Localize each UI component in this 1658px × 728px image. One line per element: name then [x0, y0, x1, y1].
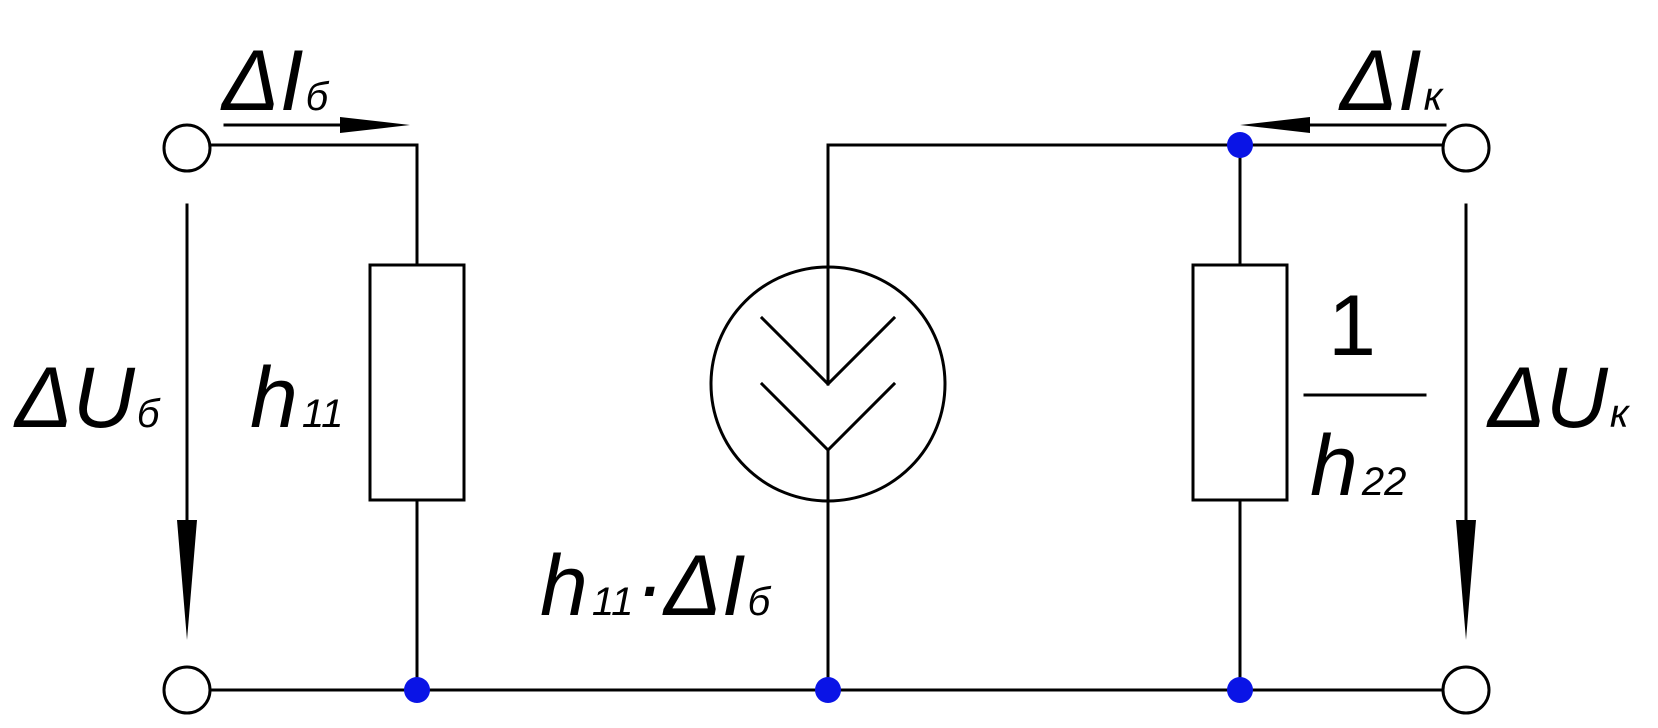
- input-voltage-arrow-icon: [177, 203, 197, 640]
- input-current-arrow-icon: [223, 117, 410, 133]
- input-current-label: ΔIб: [220, 33, 330, 129]
- junction-node: [1227, 677, 1253, 703]
- input-terminal-bottom: [162, 665, 212, 715]
- junction-node: [1227, 132, 1253, 158]
- output-current-arrow-icon: [1240, 117, 1447, 133]
- h11-resistor: [368, 263, 466, 502]
- output-current-label: ΔIк: [1338, 33, 1445, 129]
- input-voltage-label: ΔUб: [13, 350, 161, 446]
- current-source-arrow-icon: [759, 266, 897, 502]
- output-voltage-arrow-icon: [1456, 203, 1476, 640]
- output-voltage-label: ΔUк: [1486, 350, 1631, 446]
- junction-node: [404, 677, 430, 703]
- input-terminal-top: [162, 123, 212, 173]
- fraction-numerator: 1: [1328, 278, 1376, 374]
- output-terminal-top: [1441, 123, 1491, 173]
- h22-resistor: [1191, 263, 1289, 502]
- junction-node: [815, 677, 841, 703]
- output-terminal-bottom: [1441, 665, 1491, 715]
